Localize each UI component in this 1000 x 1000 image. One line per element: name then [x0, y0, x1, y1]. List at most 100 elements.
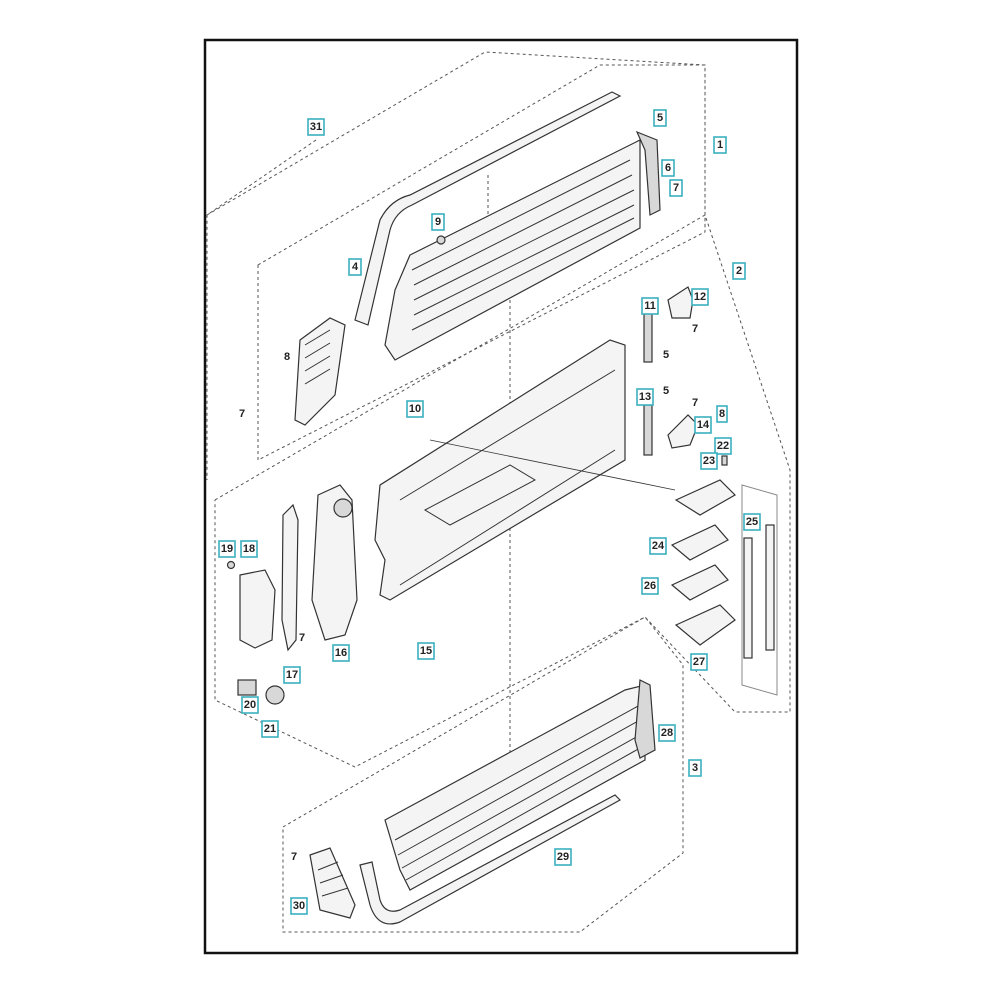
svg-text:18: 18 [243, 543, 255, 555]
group-1-outline [257, 64, 706, 461]
svg-text:27: 27 [693, 656, 705, 668]
bracket-27 [674, 604, 736, 646]
svg-text:17: 17 [286, 669, 298, 681]
callout-15: 15 [417, 642, 435, 660]
callout-16: 16 [332, 644, 350, 662]
pin-22 [721, 455, 728, 466]
svg-text:28: 28 [661, 727, 673, 739]
callout-7: 7 [692, 397, 698, 409]
svg-text:7: 7 [239, 408, 245, 420]
callout-6: 6 [661, 159, 675, 177]
svg-text:23: 23 [703, 455, 715, 467]
callout-22: 22 [714, 437, 732, 455]
strip-17 [281, 503, 299, 652]
bracket-14 [667, 414, 699, 449]
svg-text:5: 5 [657, 112, 663, 124]
callout-20: 20 [241, 696, 259, 714]
callouts: 31 5 1 6 7 9 4 2 12 11 7 5 8 7 10 13 5 7… [218, 109, 761, 915]
callout-8: 8 [284, 351, 290, 363]
svg-text:12: 12 [694, 291, 706, 303]
trim-strip-29 [359, 794, 621, 925]
bracket-24 [670, 524, 729, 561]
svg-text:7: 7 [291, 851, 297, 863]
svg-text:4: 4 [352, 261, 359, 273]
callout-7: 7 [299, 632, 305, 644]
end-bracket-6 [635, 130, 661, 216]
bracket-23 [674, 479, 736, 516]
svg-text:24: 24 [652, 540, 665, 552]
svg-text:7: 7 [673, 182, 679, 194]
callout-23: 23 [700, 452, 718, 470]
svg-text:9: 9 [435, 216, 441, 228]
knob-21 [265, 685, 285, 705]
lower-side-panel [309, 679, 656, 925]
callout-13: 13 [636, 388, 654, 406]
svg-text:15: 15 [420, 645, 432, 657]
svg-text:26: 26 [644, 580, 656, 592]
rod-25b [765, 524, 775, 651]
callout-7: 7 [239, 408, 245, 420]
callout-27: 27 [690, 653, 708, 671]
svg-text:25: 25 [746, 516, 758, 528]
svg-text:21: 21 [264, 723, 276, 735]
hinge-11 [643, 311, 653, 363]
svg-text:29: 29 [557, 851, 569, 863]
bracket-26 [670, 564, 729, 601]
end-bracket-28 [634, 679, 656, 759]
svg-text:8: 8 [719, 408, 725, 420]
right-bracket-parts [670, 455, 778, 696]
group-3-outline [282, 616, 684, 933]
callout-5: 5 [663, 349, 669, 361]
panel-3 [384, 684, 646, 891]
callout-5: 5 [663, 385, 669, 397]
svg-text:16: 16 [335, 647, 347, 659]
callout-19: 19 [218, 540, 236, 558]
svg-text:5: 5 [663, 385, 669, 397]
callout-21: 21 [261, 720, 279, 738]
callout-10: 10 [406, 400, 424, 418]
handle-30 [309, 847, 356, 919]
callout-31: 31 [307, 118, 325, 136]
callout-7: 7 [692, 323, 698, 335]
handle-8 [294, 317, 346, 426]
callout-28: 28 [658, 724, 676, 742]
callout-2: 2 [732, 262, 746, 280]
callout-5: 5 [653, 109, 667, 127]
svg-text:5: 5 [663, 349, 669, 361]
callout-7: 7 [669, 179, 683, 197]
callout-11: 11 [641, 297, 659, 315]
svg-text:1: 1 [717, 139, 723, 151]
svg-text:31: 31 [310, 121, 322, 133]
left-handle-parts [226, 484, 358, 705]
diagram-frame [203, 38, 799, 955]
knob-16 [333, 498, 353, 518]
callout-14: 14 [694, 416, 712, 434]
bracket-12 [667, 286, 694, 319]
upper-side-panel [294, 91, 661, 426]
svg-text:6: 6 [665, 162, 671, 174]
callout-26: 26 [641, 577, 659, 595]
svg-text:10: 10 [409, 403, 421, 415]
callout-17: 17 [283, 666, 301, 684]
svg-text:13: 13 [639, 391, 651, 403]
callout-25: 25 [743, 513, 761, 531]
callout-29: 29 [554, 848, 572, 866]
callout-12: 12 [691, 288, 709, 306]
clip-20 [237, 679, 257, 696]
plug-9 [436, 235, 446, 245]
callout-30: 30 [290, 897, 308, 915]
callout-18: 18 [240, 540, 258, 558]
hinge-13 [643, 404, 653, 456]
trim-strip-4 [354, 91, 622, 326]
rod-25a [743, 537, 753, 659]
svg-text:7: 7 [299, 632, 305, 644]
svg-text:19: 19 [221, 543, 233, 555]
svg-text:7: 7 [692, 323, 698, 335]
callout-7: 7 [291, 851, 297, 863]
rod-box [741, 484, 778, 696]
callout-1: 1 [713, 136, 727, 154]
svg-text:22: 22 [717, 440, 729, 452]
svg-text:7: 7 [692, 397, 698, 409]
callout-3: 3 [688, 759, 702, 777]
